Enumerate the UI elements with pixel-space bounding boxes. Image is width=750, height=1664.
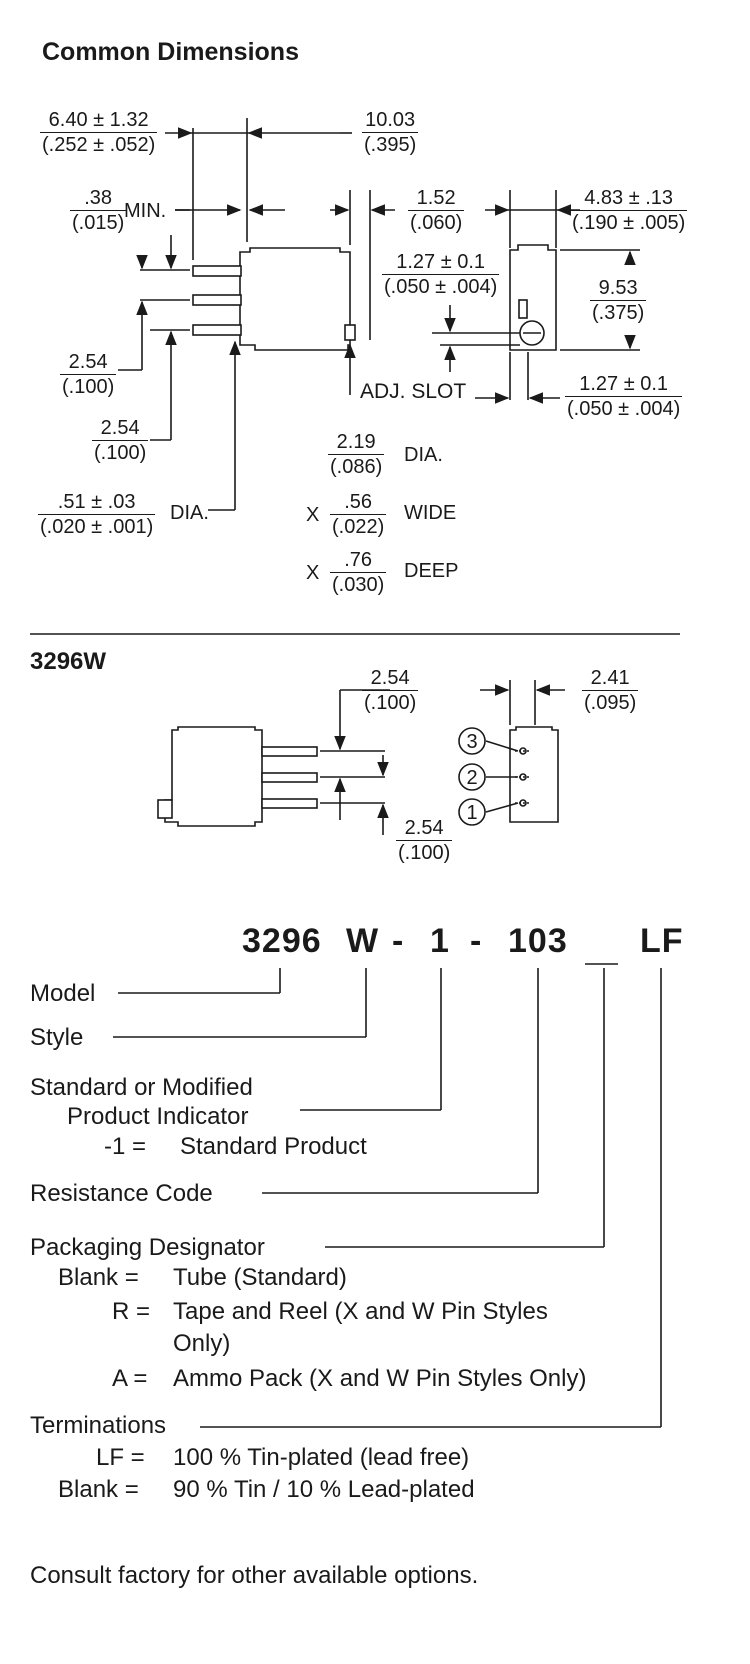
dim-pin-dia-suffix: DIA.: [170, 502, 209, 524]
packaging-opt-a-code: A =: [112, 1365, 148, 1392]
dim-6-40: 6.40 ± 1.32(.252 ± .052): [40, 109, 158, 156]
style-label: Style: [30, 1024, 84, 1051]
packaging-opt-r-code: R =: [112, 1298, 151, 1325]
dim-pitch-2-54-b: 2.54(.100): [92, 417, 149, 464]
packaging-opt-a-text: Ammo Pack (X and W Pin Styles Only): [173, 1365, 587, 1392]
pin-1-label: 1: [466, 802, 477, 824]
adj-slot-dia: 2.19(.086): [328, 431, 385, 478]
terminations-label: Terminations: [30, 1412, 167, 1439]
pn-dash-2: -: [470, 922, 483, 960]
pn-resistance: 103: [508, 922, 568, 960]
adj-slot-deep-suffix: DEEP: [404, 560, 459, 582]
dim-pin-dia: .51 ± .03(.020 ± .001): [38, 491, 156, 538]
packaging-label: Packaging Designator: [30, 1234, 265, 1261]
pn-dash-1: -: [392, 922, 405, 960]
pn-indicator: 1: [430, 922, 450, 960]
termination-opt-blank-text: 90 % Tin / 10 % Lead-plated: [173, 1476, 475, 1503]
termination-opt-lf-text: 100 % Tin-plated (lead free): [173, 1444, 470, 1471]
adj-slot-wide: .56(.022): [330, 491, 387, 538]
packaging-opt-r-text: Tape and Reel (X and W Pin Styles: [173, 1298, 548, 1325]
dim-038-min: .38(.015): [70, 187, 127, 234]
dim-pitch-2-54-a: 2.54(.100): [60, 351, 117, 398]
packaging-opt-blank-text: Tube (Standard): [173, 1264, 347, 1291]
pin-3-circle: [458, 727, 486, 755]
w-dim-pitch-bottom: 2.54(.100): [396, 817, 453, 864]
w-body-side-view: [157, 726, 318, 827]
packaging-opt-r-text-cont: Only): [173, 1330, 231, 1357]
model-label: Model: [30, 980, 96, 1007]
termination-opt-blank-code: Blank =: [58, 1476, 139, 1503]
adj-slot-deep: .76(.030): [330, 549, 387, 596]
body-end-view: [509, 244, 557, 351]
footer-note: Consult factory for other available opti…: [30, 1562, 479, 1589]
pin-1-circle: [458, 798, 486, 826]
dim-9-53: 9.53(.375): [590, 277, 647, 324]
pn-termination: LF: [640, 922, 684, 960]
indicator-label-line1: Standard or Modified: [30, 1074, 253, 1101]
termination-opt-lf-code: LF =: [96, 1444, 145, 1471]
dim-1-27-top: 1.27 ± 0.1(.050 ± .004): [382, 251, 500, 298]
dim-10-03: 10.03(.395): [362, 109, 419, 156]
indicator-opt-text: Standard Product: [180, 1133, 367, 1160]
body-side-view: [192, 247, 356, 351]
adj-slot-title: ADJ. SLOT: [360, 380, 467, 403]
resistance-label: Resistance Code: [30, 1180, 213, 1207]
dim-1-27-bottom: 1.27 ± 0.1(.050 ± .004): [565, 373, 683, 420]
dim-038-min-suffix: MIN.: [124, 200, 167, 222]
w-dim-2-41: 2.41(.095): [582, 667, 639, 714]
pin-2-label: 2: [466, 767, 477, 789]
w-body-end-view: [509, 726, 559, 823]
dim-1-52: 1.52(.060): [408, 187, 465, 234]
pin-3-label: 3: [466, 731, 477, 753]
model-3296w-title: 3296W: [30, 648, 107, 675]
pn-style: W: [346, 922, 380, 960]
adj-slot-deep-prefix: X: [306, 562, 320, 584]
indicator-label-line2: Product Indicator: [67, 1103, 249, 1130]
adj-slot-wide-suffix: WIDE: [404, 502, 457, 524]
adj-slot-dia-suffix: DIA.: [404, 444, 443, 466]
pin-2-circle: [458, 763, 486, 791]
w-dim-pitch-top: 2.54(.100): [362, 667, 419, 714]
ordering-leaders: [113, 963, 662, 1428]
indicator-opt-code: -1 =: [104, 1133, 147, 1160]
adj-slot-wide-prefix: X: [306, 504, 320, 526]
pn-model: 3296: [242, 922, 322, 960]
common-dimensions-title: Common Dimensions: [42, 38, 299, 66]
dim-4-83: 4.83 ± .13(.190 ± .005): [570, 187, 688, 234]
packaging-opt-blank-code: Blank =: [58, 1264, 139, 1291]
